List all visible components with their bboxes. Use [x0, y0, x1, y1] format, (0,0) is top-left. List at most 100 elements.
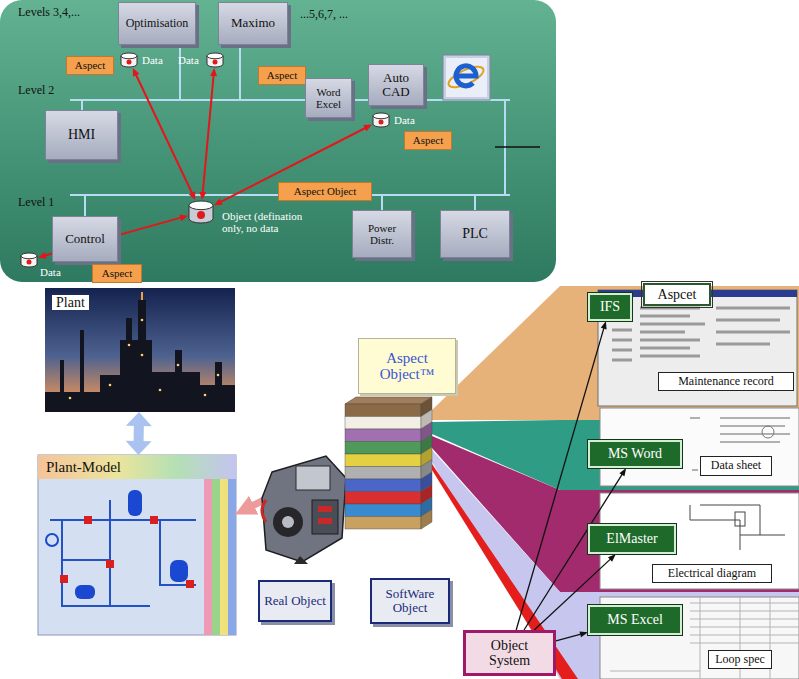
connector	[516, 321, 606, 630]
node-text: Levels 3,4,...	[18, 6, 80, 19]
application-box: MS Word	[588, 440, 682, 468]
plant-model-art	[46, 534, 58, 546]
plant-photo	[141, 319, 144, 322]
node-text: MS Word	[608, 446, 662, 461]
node-text: Aspect	[102, 267, 133, 279]
plant-photo	[141, 292, 143, 300]
software-object-stack	[345, 429, 421, 442]
connector	[126, 412, 152, 455]
node-text: PLC	[462, 226, 488, 241]
software-object-stack	[345, 479, 421, 492]
network-bus	[70, 45, 510, 216]
aspect-tag: Aspect	[66, 56, 114, 75]
system-box: Word Excel	[305, 78, 352, 118]
arrow-head	[126, 412, 152, 426]
aspect-tag: Aspect	[258, 66, 306, 85]
data-store: Data	[372, 112, 390, 128]
arrow-head	[363, 125, 372, 132]
node-text: ...5,6,7, ...	[300, 8, 348, 21]
node-text: Maintenance record	[678, 375, 774, 388]
plant-model-art	[212, 479, 220, 635]
aspect-heading: Aspcet	[643, 283, 711, 306]
application-box: IFS	[588, 293, 632, 321]
cylinder-dot	[197, 211, 205, 219]
plant-model-art	[50, 500, 196, 606]
electrical-diagram-page	[735, 512, 745, 526]
node-text: Data	[178, 54, 199, 66]
connector	[199, 68, 217, 200]
node-text: Level 1	[18, 196, 54, 209]
plant-model-art	[204, 479, 212, 635]
system-box: Control	[52, 216, 118, 262]
software-object-stack	[345, 397, 432, 404]
software-object-stack	[345, 492, 421, 505]
cylinder-top	[121, 53, 137, 59]
connector-line	[556, 634, 582, 641]
plant-model-box: Plant-Model	[38, 455, 236, 635]
node-text: Aspect	[413, 134, 444, 146]
plant-photo	[128, 344, 131, 347]
electrical-diagram-page	[690, 505, 785, 550]
node-text: Plant	[52, 295, 89, 310]
data-store: Data	[120, 52, 138, 68]
node-text: Electrical diagram	[668, 567, 756, 580]
software-object-stack	[345, 454, 421, 467]
arrow-head	[189, 191, 196, 200]
short-line	[495, 146, 540, 148]
node-text: Word Excel	[309, 86, 348, 110]
plant-model-art	[60, 575, 68, 583]
software-object-stack	[345, 417, 421, 430]
plant-photo	[204, 394, 207, 397]
node-text: MS Excel	[607, 612, 663, 627]
arrow-head	[601, 321, 607, 330]
software-object-stack	[345, 467, 421, 480]
plant-model-art	[128, 490, 142, 516]
object-store: Object (defination only, no data	[188, 200, 214, 224]
plant-model-art	[106, 560, 114, 568]
arrow-head	[210, 68, 217, 76]
aspect-tag: Aspect Object	[278, 182, 372, 201]
browser-icon	[446, 58, 487, 97]
node-text: Power Distr.	[356, 222, 408, 246]
aspect-tag: Aspect	[92, 264, 142, 283]
cylinder-top	[207, 53, 223, 59]
plant-model-art	[75, 585, 95, 599]
node-text: HMI	[68, 127, 95, 142]
node-text: Aspcet	[658, 287, 697, 302]
object-system-box: Object System	[463, 630, 556, 676]
system-box: Power Distr.	[352, 210, 412, 258]
aspect-object-box: Aspect Object™	[358, 338, 456, 394]
cylinder-top	[21, 253, 37, 259]
plant-model-art	[38, 455, 236, 635]
node-text: Data sheet	[711, 459, 761, 472]
network-panel-ground	[0, 0, 556, 282]
cylinder-icon	[188, 200, 214, 224]
plant-photo	[141, 354, 144, 357]
network-panel-ground	[0, 0, 556, 282]
engine-picture	[273, 507, 303, 537]
node-text: Data	[394, 114, 415, 126]
node-text: Auto CAD	[372, 71, 420, 100]
arrow-head	[199, 192, 206, 200]
plant-model-art	[38, 455, 236, 635]
node-text: IFS	[600, 299, 620, 314]
software-object-stack	[345, 517, 421, 530]
connector	[214, 125, 372, 206]
node-text: Aspect Object	[294, 185, 357, 197]
browser-icon	[446, 63, 486, 92]
software-object-stack	[421, 510, 432, 530]
plant-photo	[159, 389, 162, 392]
data-sheet-page	[762, 426, 774, 438]
software-object-stack	[345, 442, 421, 455]
plant-model-art	[150, 516, 158, 524]
data-store: Data	[20, 252, 38, 268]
cylinder-dot	[379, 119, 384, 124]
connector-line	[203, 74, 214, 193]
arrow-head	[38, 252, 47, 259]
engine-picture	[262, 456, 346, 562]
software-object-stack	[345, 397, 432, 529]
aspect-caption: Maintenance record	[658, 372, 794, 391]
node-text: Loop spec	[715, 653, 765, 666]
